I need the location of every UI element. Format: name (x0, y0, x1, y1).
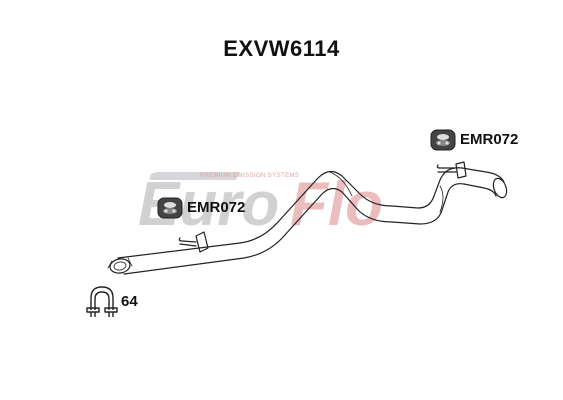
rubber-mount-icon-front (157, 197, 183, 219)
mount-rear-label: EMR072 (460, 131, 519, 148)
watermark-logo-swoosh (149, 172, 240, 180)
part-number-title: EXVW6114 (223, 36, 340, 61)
pipe-tailpipe-end (492, 177, 508, 199)
pipe-upper-edge (117, 167, 505, 259)
clamp-label: 64 (121, 293, 138, 310)
hanger-bracket-rear (436, 161, 467, 179)
mount-front-label: EMR072 (187, 199, 246, 216)
watermark-tagline: PREMIUM EMISSION SYSTEMS (200, 173, 299, 179)
watermark-brand-flo: Flo (290, 170, 383, 239)
pipe-lower-edge (123, 183, 497, 275)
rubber-mount-icon-rear (430, 129, 456, 151)
u-clamp-icon (86, 286, 118, 317)
hanger-bracket-front (178, 231, 209, 253)
pipe-inlet-end (109, 258, 131, 274)
